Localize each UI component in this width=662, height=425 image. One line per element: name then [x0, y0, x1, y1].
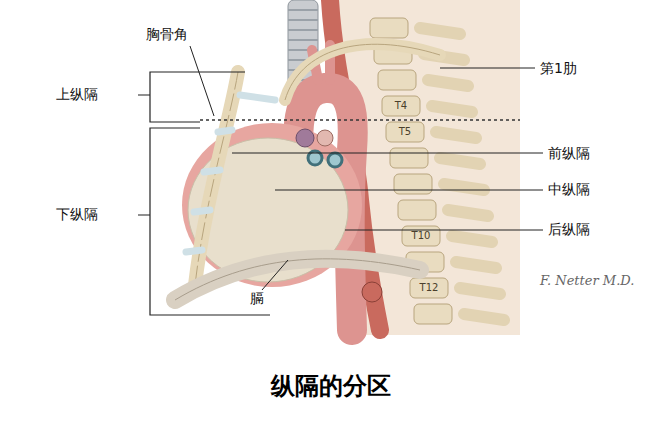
structure-label: 第1肋 — [540, 60, 577, 76]
signature-watermark: F. Netter M.D. — [540, 274, 634, 289]
region-label: 下纵隔 — [56, 206, 98, 222]
vertebra — [414, 304, 452, 324]
leader-line — [275, 190, 543, 191]
vertebra — [402, 226, 440, 246]
leader-line — [262, 260, 288, 290]
esophagus-section — [362, 282, 382, 302]
vertebra — [390, 148, 428, 168]
leader-line — [345, 230, 543, 231]
vessel-section — [328, 153, 342, 167]
vertebra-label: T5 — [399, 126, 411, 138]
vertebra — [398, 200, 436, 220]
diaphragm — [175, 259, 420, 300]
vertebra — [394, 174, 432, 194]
vessel-section — [317, 130, 333, 146]
vertebra-label: T10 — [412, 230, 431, 242]
leader-line — [440, 68, 535, 69]
vertebra — [386, 122, 424, 142]
vertebral-column — [370, 18, 504, 324]
first-rib-edge — [285, 44, 440, 100]
region-label: 后纵隔 — [548, 221, 590, 237]
spinous-processes — [420, 28, 504, 320]
vertebra — [378, 70, 416, 90]
pulmonary-vessels — [296, 129, 342, 167]
vessel-section — [296, 129, 314, 147]
region-label: 前纵隔 — [548, 145, 590, 161]
vertebra-label: T12 — [420, 282, 439, 294]
figure-caption: 纵隔的分区 — [0, 370, 662, 402]
vertebra-label: T4 — [395, 100, 407, 112]
costal-cartilages — [186, 95, 275, 252]
sternal-angle-plane — [200, 119, 520, 121]
leader-line — [232, 153, 543, 154]
diaphragm-edge — [175, 259, 420, 300]
vertebra — [382, 96, 420, 116]
superior-bracket — [138, 72, 245, 122]
vertebra — [370, 18, 408, 38]
region-label: 中纵隔 — [548, 181, 590, 197]
first-rib — [285, 44, 440, 100]
vertebra — [410, 278, 448, 298]
region-label: 上纵隔 — [56, 86, 98, 102]
structure-label: 膈 — [250, 290, 264, 306]
inferior-bracket — [138, 128, 270, 315]
leader-line — [190, 46, 214, 116]
structure-label: 胸骨角 — [146, 26, 188, 42]
